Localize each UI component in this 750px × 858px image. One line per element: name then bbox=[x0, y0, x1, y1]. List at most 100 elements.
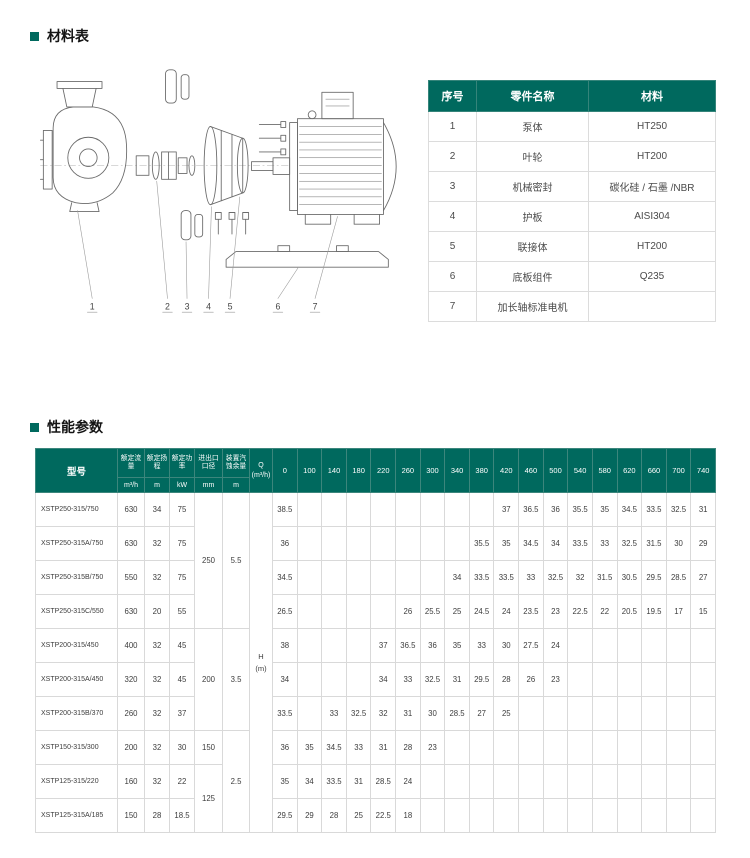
bore-cell: 125 bbox=[194, 764, 223, 833]
head-cell: 32 bbox=[144, 764, 170, 799]
head-value-cell: 34.5 bbox=[272, 560, 298, 595]
head-value-cell: 23.5 bbox=[518, 594, 544, 629]
head-value-cell bbox=[690, 662, 716, 697]
materials-no-cell: 4 bbox=[428, 201, 477, 232]
head-value-cell: 31.5 bbox=[591, 560, 618, 595]
unit-npsh: m bbox=[222, 477, 250, 493]
head-value-cell: 30 bbox=[665, 526, 692, 561]
head-value-cell: 34 bbox=[296, 764, 323, 799]
head-value-cell: 28 bbox=[321, 798, 347, 833]
head-value-cell bbox=[518, 764, 544, 799]
flow-col-header: 500 bbox=[542, 448, 569, 493]
head-value-cell bbox=[296, 560, 323, 595]
head-value-cell bbox=[665, 764, 692, 799]
power-cell: 22 bbox=[169, 764, 195, 799]
head-value-cell: 35 bbox=[444, 628, 470, 663]
materials-material-cell bbox=[588, 291, 716, 322]
head-value-cell bbox=[395, 560, 421, 595]
model-cell: XSTP125-315/220 bbox=[35, 764, 118, 799]
head-value-cell bbox=[665, 696, 692, 731]
materials-no-cell: 3 bbox=[428, 171, 477, 202]
head-value-cell bbox=[567, 730, 593, 765]
materials-part-name-cell: 护板 bbox=[476, 201, 589, 232]
head-value-cell bbox=[370, 492, 397, 527]
head-value-cell: 17 bbox=[665, 594, 692, 629]
pump-drawing-svg: 1 2 3 4 5 6 7 bbox=[39, 69, 397, 313]
head-value-cell bbox=[591, 696, 618, 731]
head-value-cell: 31.5 bbox=[641, 526, 667, 561]
head-value-cell bbox=[444, 798, 470, 833]
head-value-cell bbox=[665, 730, 692, 765]
head-cell: 32 bbox=[144, 628, 170, 663]
flow-col-header: 260 bbox=[395, 448, 421, 493]
head-value-cell: 23 bbox=[542, 662, 569, 697]
power-cell: 45 bbox=[169, 662, 195, 697]
col-header-model: 型号 bbox=[35, 448, 118, 493]
model-cell: XSTP125-315A/185 bbox=[35, 798, 118, 833]
head-value-cell bbox=[616, 730, 643, 765]
materials-part-name-cell: 加长轴标准电机 bbox=[476, 291, 589, 322]
flow-col-header: 340 bbox=[444, 448, 470, 493]
flow-col-header: 420 bbox=[493, 448, 520, 493]
flow-cell: 630 bbox=[117, 594, 145, 629]
flow-col-header: 300 bbox=[419, 448, 446, 493]
head-value-cell bbox=[468, 764, 495, 799]
materials-material-cell: 碳化硅 / 石墨 /NBR bbox=[588, 171, 716, 202]
model-cell: XSTP250-315C/550 bbox=[35, 594, 118, 629]
connecting-bracket bbox=[203, 126, 249, 206]
model-cell: XSTP150-315/300 bbox=[35, 730, 118, 765]
head-value-cell: 33 bbox=[345, 730, 372, 765]
head-value-cell bbox=[345, 594, 372, 629]
head-value-cell: 18 bbox=[395, 798, 421, 833]
materials-no-cell: 5 bbox=[428, 231, 477, 262]
head-value-cell: 19.5 bbox=[641, 594, 667, 629]
h-unit: (m) bbox=[255, 663, 267, 673]
head-value-cell: 37 bbox=[370, 628, 397, 663]
flow-col-header: 220 bbox=[370, 448, 397, 493]
head-value-cell: 24.5 bbox=[468, 594, 495, 629]
flow-cell: 630 bbox=[117, 526, 145, 561]
head-value-cell bbox=[591, 764, 618, 799]
head-value-cell bbox=[468, 492, 495, 527]
head-cell: 32 bbox=[144, 696, 170, 731]
head-value-cell bbox=[468, 730, 495, 765]
head-value-cell bbox=[345, 492, 372, 527]
gasket-set-bottom bbox=[180, 210, 204, 241]
head-value-cell: 33.5 bbox=[567, 526, 593, 561]
npsh-cell: 3.5 bbox=[222, 628, 250, 731]
head-value-cell: 33.5 bbox=[272, 696, 298, 731]
head-value-cell: 38.5 bbox=[272, 492, 298, 527]
head-value-cell: 25 bbox=[444, 594, 470, 629]
head-value-cell: 34.5 bbox=[616, 492, 643, 527]
head-value-cell bbox=[419, 492, 446, 527]
callout-numbers: 1 2 3 4 5 6 7 bbox=[90, 301, 318, 311]
materials-part-name-cell: 联接体 bbox=[476, 231, 589, 262]
power-cell: 45 bbox=[169, 628, 195, 663]
head-value-cell bbox=[468, 798, 495, 833]
power-cell: 75 bbox=[169, 492, 195, 527]
col-header-npsh: 装置汽蚀余量 bbox=[222, 448, 250, 478]
materials-col-header-material: 材料 bbox=[588, 80, 716, 112]
head-cell: 32 bbox=[144, 662, 170, 697]
head-value-cell bbox=[370, 594, 397, 629]
materials-material-cell: HT200 bbox=[588, 141, 716, 172]
head-value-cell bbox=[419, 526, 446, 561]
head-value-cell: 26 bbox=[518, 662, 544, 697]
head-value-cell: 31 bbox=[370, 730, 397, 765]
head-value-cell: 27 bbox=[468, 696, 495, 731]
unit-bore: mm bbox=[194, 477, 223, 493]
callout-number: 7 bbox=[313, 301, 318, 311]
materials-part-name-cell: 底板组件 bbox=[476, 261, 589, 292]
head-value-cell: 33 bbox=[321, 696, 347, 731]
head-value-cell: 31 bbox=[395, 696, 421, 731]
head-value-cell: 25 bbox=[493, 696, 520, 731]
unit-power: kW bbox=[169, 477, 195, 493]
